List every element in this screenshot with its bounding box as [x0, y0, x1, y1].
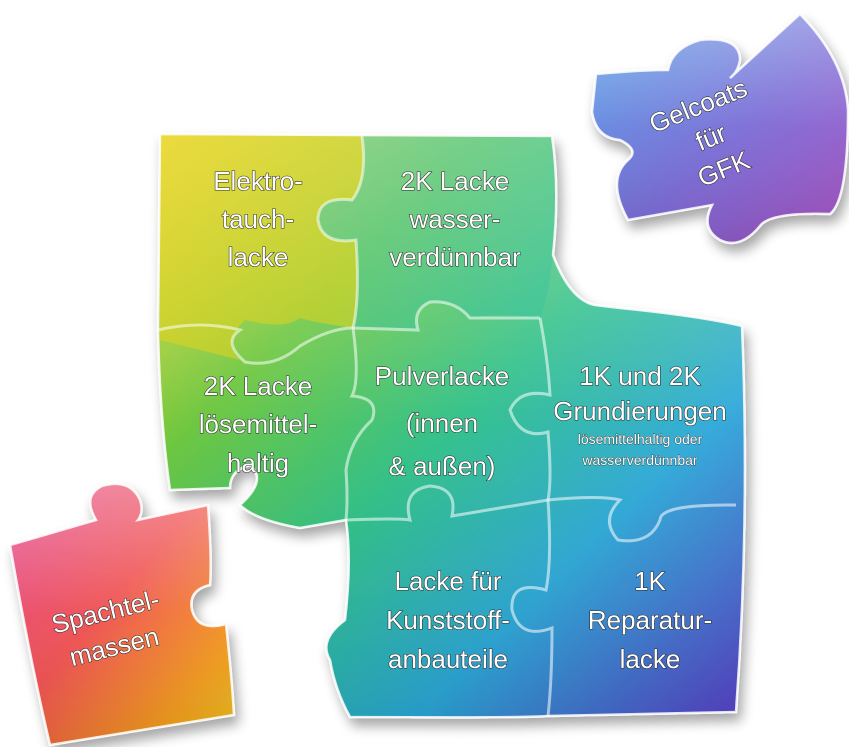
elektro-line-1: Elektro- [213, 166, 303, 196]
wasser-line-1: 2K Lacke [401, 166, 509, 196]
kunststoff-line-3: anbauteile [388, 644, 508, 674]
label-elektrotauchlacke: Elektro- tauch- lacke [213, 165, 304, 272]
pulver-line-1: Pulverlacke [375, 361, 509, 391]
label-loesemittelhaltig: 2K Lacke lösemittel- haltig [198, 370, 318, 478]
reparatur-line-3: lacke [620, 644, 681, 674]
label-kunststoffanbauteile: Lacke für Kunststoff- anbauteile [386, 565, 511, 674]
label-grundierungen: 1K und 2K Grundierungen lösemittelhaltig… [553, 360, 728, 468]
label-wasserverduennbar: 2K Lacke wasser- verdünnbar [389, 165, 522, 272]
elektro-line-2: tauch- [222, 204, 294, 234]
pulver-line-3: & außen) [389, 451, 496, 481]
piece-gelcoats [590, 12, 849, 245]
wasser-line-3: verdünnbar [389, 242, 521, 272]
loese-line-2: lösemittel- [199, 409, 317, 439]
grund-sub-line-2: wasserverdünnbar [581, 452, 698, 468]
kunststoff-line-2: Kunststoff- [386, 605, 510, 635]
main-puzzle-block [156, 132, 747, 719]
reparatur-line-1: 1K [634, 566, 666, 596]
elektro-line-3: lacke [228, 242, 289, 272]
piece-elektrotauchlacke-shape [160, 134, 364, 360]
pulver-line-2: (innen [406, 408, 478, 438]
grund-sub-line-1: lösemittelhaltig oder [578, 431, 703, 447]
piece-spachtelmassen [8, 482, 236, 747]
kunststoff-line-1: Lacke für [395, 566, 502, 596]
label-reparaturlacke: 1K Reparatur- lacke [587, 565, 712, 674]
loese-line-1: 2K Lacke [204, 371, 312, 401]
grund-line-1: 1K und 2K [579, 361, 701, 391]
piece-wasserverduennbar-shape [318, 136, 557, 330]
grund-line-2: Grundierungen [553, 396, 726, 426]
wasser-line-2: wasser- [408, 204, 500, 234]
label-pulverlacke: Pulverlacke (innen & außen) [374, 360, 510, 481]
loese-line-3: haltig [227, 448, 289, 478]
reparatur-line-2: Reparatur- [588, 605, 712, 635]
